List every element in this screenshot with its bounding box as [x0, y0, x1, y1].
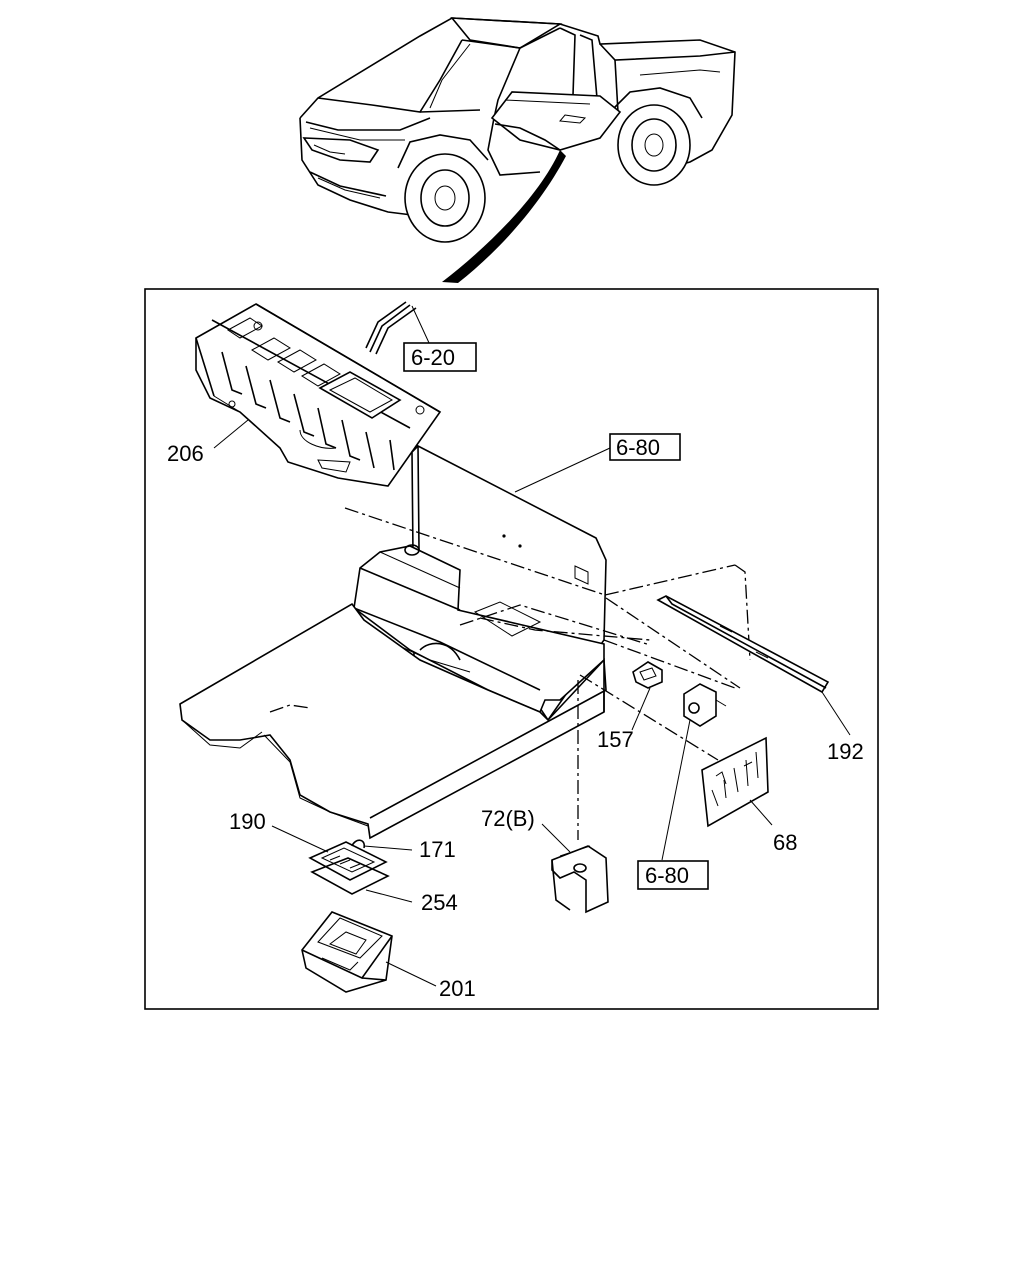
part-206-rear-panel [195, 303, 442, 487]
callout-72b: 72(B) [481, 806, 535, 831]
reference-6-80-top: 6-80 [609, 433, 681, 461]
reference-6-80-bottom: 6-80 [637, 860, 709, 890]
leader-206 [213, 419, 249, 449]
truck-overview [299, 17, 736, 283]
part-254-gasket [365, 889, 413, 903]
reference-6-20: 6-20 [403, 342, 477, 372]
reference-6-20-label: 6-20 [411, 345, 455, 370]
part-192-sill-strip [656, 595, 851, 736]
callout-201: 201 [439, 976, 476, 1001]
callout-68: 68 [773, 830, 797, 855]
part-171-clip [351, 839, 413, 851]
callout-254: 254 [421, 890, 458, 915]
part-201-box [301, 911, 437, 993]
floor-assembly [179, 444, 751, 840]
part-6-80-bracket [661, 683, 727, 861]
part-68-pad [701, 736, 773, 828]
part-6-20-strip [365, 301, 431, 355]
part-72b-bracket [541, 823, 609, 914]
callout-171: 171 [419, 837, 456, 862]
callout-190: 190 [229, 809, 266, 834]
callout-206: 206 [167, 441, 204, 466]
reference-6-80-top-label: 6-80 [616, 435, 660, 460]
reference-6-80-bottom-label: 6-80 [645, 863, 689, 888]
callout-labels: 206 157 192 190 171 72(B) 68 254 201 [167, 441, 864, 1001]
detail-frame [144, 288, 879, 1010]
part-157-clip [631, 661, 663, 731]
part-190-plate [271, 825, 390, 895]
callout-157: 157 [597, 727, 634, 752]
callout-192: 192 [827, 739, 864, 764]
